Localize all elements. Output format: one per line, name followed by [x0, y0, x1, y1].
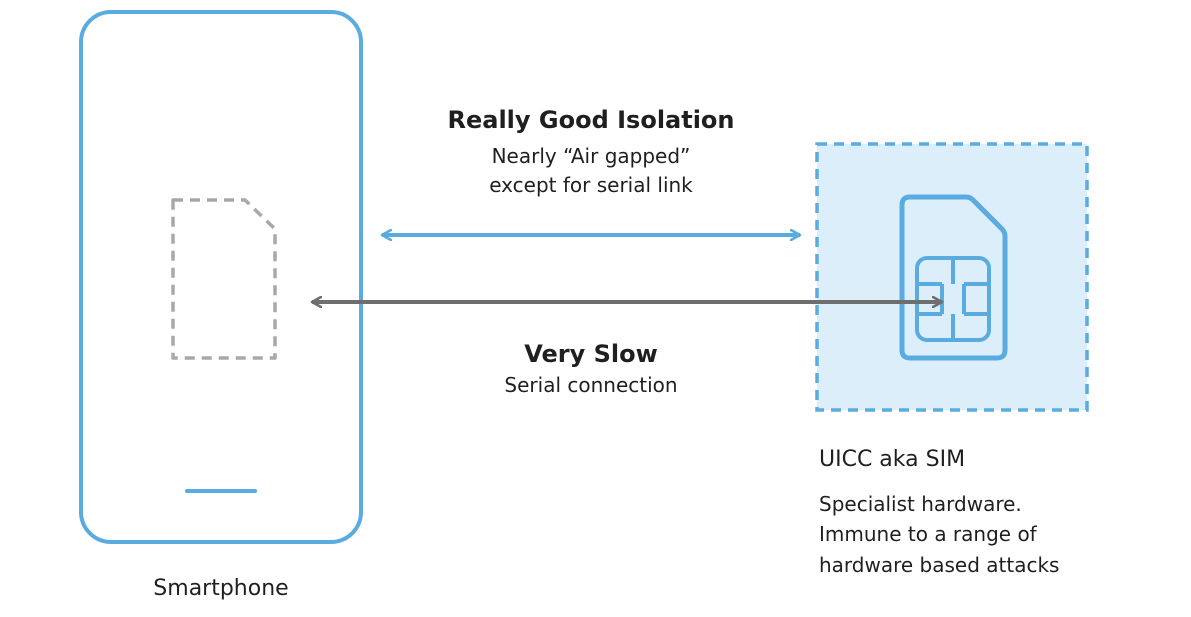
- phone-sim-slot-outline: [171, 198, 277, 360]
- isolation-title: Really Good Isolation: [447, 106, 735, 134]
- sim-description-line1: Specialist hardware.: [819, 492, 1022, 516]
- isolation-subtitle-line1: Nearly “Air gapped”: [491, 144, 691, 168]
- isolation-subtitle-line2: except for serial link: [489, 173, 693, 197]
- smartphone-body: [79, 10, 363, 544]
- sim-description-line3: hardware based attacks: [819, 553, 1060, 577]
- sim-label: UICC aka SIM: [819, 447, 966, 472]
- serial-title: Very Slow: [524, 340, 658, 368]
- sim-description-line2: Immune to a range of: [819, 522, 1037, 546]
- serial-subtitle: Serial connection: [504, 373, 678, 397]
- smartphone-label: Smartphone: [153, 576, 289, 601]
